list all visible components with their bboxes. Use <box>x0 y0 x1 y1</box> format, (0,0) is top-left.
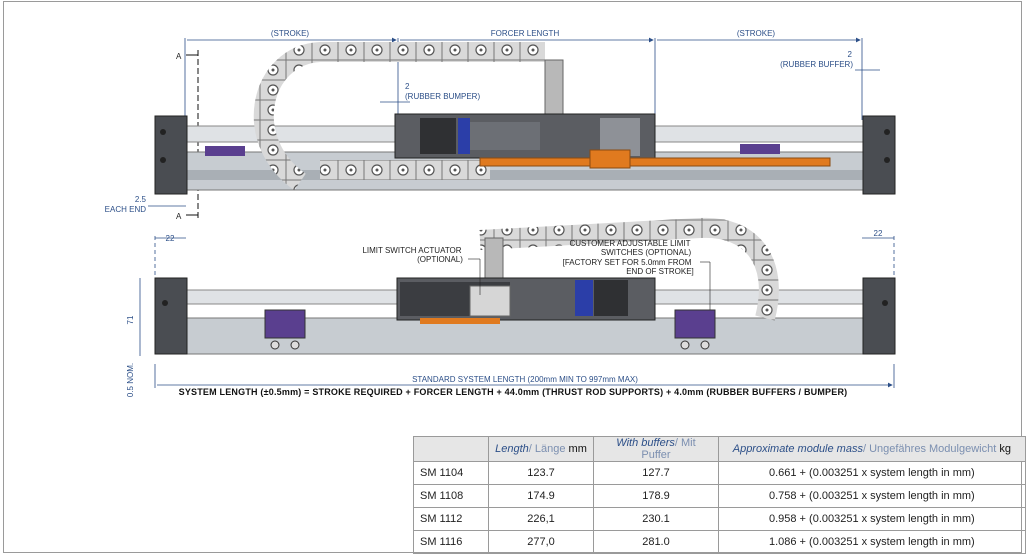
table-row: SM 1116 277,0 281.0 1.086 + (0.003251 x … <box>413 530 1026 554</box>
each-end-value: 2.5 <box>135 195 147 204</box>
top-view: (STROKE) FORCER LENGTH (STROKE) 2 (RUBBE… <box>105 29 896 221</box>
mass-header-unit: kg <box>996 443 1011 455</box>
limit-switch-actuator-line2: (OPTIONAL) <box>417 255 463 264</box>
buffers-cell: 178.9 <box>593 484 719 508</box>
model-cell: SM 1112 <box>413 507 489 531</box>
rubber-bumper-value: 2 <box>405 82 410 91</box>
length-cell: 123.7 <box>487 461 595 485</box>
side-view: 22 22 71 0.5 NOM. LIMIT SWITCH ACTUATOR <box>126 217 896 397</box>
spec-table-header: Length/ Länge mm With buffers/ Mit Puffe… <box>413 436 1026 462</box>
left-width-value: 22 <box>166 234 175 243</box>
mass-cell: 0.661 + (0.003251 x system length in mm) <box>717 461 1026 485</box>
model-cell: SM 1108 <box>413 484 489 508</box>
height-value: 71 <box>126 315 135 324</box>
rubber-bumper-label: (RUBBER BUMPER) <box>405 92 480 101</box>
customer-switch-line3: [FACTORY SET FOR 5.0mm FROM <box>563 258 692 267</box>
rubber-buffer-label: (RUBBER BUFFER) <box>780 60 853 69</box>
length-cell: 277,0 <box>487 530 595 554</box>
length-header-de: / Länge <box>528 443 566 455</box>
model-cell: SM 1104 <box>413 461 489 485</box>
mass-header-en: Approximate module mass <box>732 443 863 455</box>
mass-cell: 0.958 + (0.003251 x system length in mm) <box>717 507 1026 531</box>
buffers-header-de: / Mit Puffer <box>641 437 696 461</box>
buffers-cell: 127.7 <box>593 461 719 485</box>
buffers-cell: 230.1 <box>593 507 719 531</box>
model-header <box>413 436 489 462</box>
nom-value: 0.5 NOM. <box>126 363 135 397</box>
mass-cell: 1.086 + (0.003251 x system length in mm) <box>717 530 1026 554</box>
section-a-top: A <box>176 52 182 61</box>
customer-switch-line4: END OF STROKE] <box>626 267 694 276</box>
forcer-length-label: FORCER LENGTH <box>491 29 560 38</box>
length-header-en: Length <box>495 443 529 455</box>
mass-cell: 0.758 + (0.003251 x system length in mm) <box>717 484 1026 508</box>
buffers-header-en: With buffers <box>616 437 675 449</box>
rubber-buffer-value: 2 <box>848 50 853 59</box>
customer-switch-line1: CUSTOMER ADJUSTABLE LIMIT <box>569 239 690 248</box>
mass-header-de: / Ungefähres Modulgewicht <box>862 443 997 455</box>
length-header-unit: mm <box>565 443 587 455</box>
right-width-value: 22 <box>874 229 883 238</box>
stroke-left-label: (STROKE) <box>271 29 310 38</box>
buffers-cell: 281.0 <box>593 530 719 554</box>
length-header: Length/ Länge mm <box>487 436 595 462</box>
limit-switch-actuator-line1: LIMIT SWITCH ACTUATOR <box>362 246 461 255</box>
system-length-label: STANDARD SYSTEM LENGTH (200mm MIN TO 997… <box>412 375 638 384</box>
table-row: SM 1112 226,1 230.1 0.958 + (0.003251 x … <box>413 507 1026 531</box>
stroke-right-label: (STROKE) <box>737 29 776 38</box>
each-end-label: EACH END <box>105 205 147 214</box>
length-cell: 174.9 <box>487 484 595 508</box>
mass-header: Approximate module mass/ Ungefähres Modu… <box>717 436 1026 462</box>
spec-table: Length/ Länge mm With buffers/ Mit Puffe… <box>413 436 1026 554</box>
length-cell: 226,1 <box>487 507 595 531</box>
table-row: SM 1104 123.7 127.7 0.661 + (0.003251 x … <box>413 461 1026 485</box>
table-row: SM 1108 174.9 178.9 0.758 + (0.003251 x … <box>413 484 1026 508</box>
model-cell: SM 1116 <box>413 530 489 554</box>
section-a-bottom: A <box>176 212 182 221</box>
customer-switch-line2: SWITCHES (OPTIONAL) <box>601 248 692 257</box>
buffers-header: With buffers/ Mit Puffer <box>593 436 719 462</box>
system-length-formula: SYSTEM LENGTH (±0.5mm) = STROKE REQUIRED… <box>178 387 848 397</box>
